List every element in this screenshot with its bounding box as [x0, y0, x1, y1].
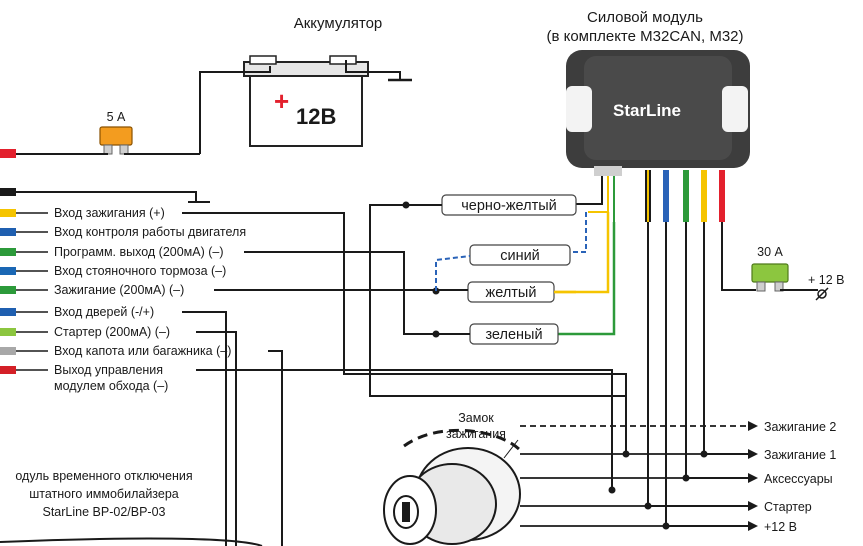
- power-module: StarLine: [566, 50, 750, 176]
- wire-label-yellow: желтый: [467, 281, 555, 303]
- black-wire-stub: [0, 188, 16, 196]
- connector-item-label: Программ. выход (200мА) (–): [54, 245, 224, 259]
- ignition-output-label: Аксессуары: [764, 472, 833, 486]
- connector-item-label: Вход контроля работы двигателя: [54, 225, 246, 239]
- arrow-icon: [748, 421, 758, 431]
- plus12-right-label: + 12 В: [808, 273, 845, 287]
- red-wire-stub: [0, 149, 16, 158]
- battery-ground-wire: [345, 60, 401, 80]
- connector-rows: Вход зажигания (+) Вход контроля работы д…: [0, 206, 246, 393]
- connector-item-label: Вход стояночного тормоза (–): [54, 264, 226, 278]
- connector-wire-stub: [0, 228, 16, 236]
- battery-title: Аккумулятор: [294, 15, 383, 32]
- arrow-icon: [748, 501, 758, 511]
- connector-wire-stub: [0, 366, 16, 374]
- arrow-icon: [748, 473, 758, 483]
- wire-label-green: зеленый: [469, 323, 559, 345]
- main-connector: [0, 188, 210, 203]
- connector-wire-stub: [0, 209, 16, 217]
- power-module-title: Силовой модуль: [587, 9, 703, 26]
- battery-voltage: 12В: [296, 104, 336, 129]
- svg-text:зеленый: зеленый: [485, 327, 542, 343]
- connector-item-label: Выход управления: [54, 363, 163, 377]
- connector-wire-stub: [0, 308, 16, 316]
- connector-wire-stub: [0, 248, 16, 256]
- wire-label-blue: синий: [469, 244, 571, 266]
- immobilizer-title: одуль временного отключения: [15, 469, 192, 483]
- connector-item-label: Вход зажигания (+): [54, 206, 165, 220]
- fuse-5a: [99, 126, 133, 155]
- heavy-wires: [645, 170, 756, 527]
- fuse-5a-label: 5 А: [107, 110, 126, 124]
- svg-text:синий: синий: [500, 248, 540, 264]
- immobilizer-subtitle: штатного иммобилайзера: [29, 487, 179, 501]
- connector-item-label: Зажигание (200мА) (–): [54, 283, 184, 297]
- connector-wire-stub: [0, 328, 16, 336]
- ignition-output-arrows: [748, 421, 758, 531]
- wire-label-black-yellow: черно-желтый: [441, 194, 577, 216]
- ignition-output-label: +12 В: [764, 520, 797, 534]
- ground-wire: [16, 191, 210, 203]
- ignition-output-label: Стартер: [764, 500, 812, 514]
- svg-text:черно-желтый: черно-желтый: [461, 198, 557, 214]
- module-brand-logo: StarLine: [613, 101, 681, 120]
- battery: + 12В: [243, 55, 369, 147]
- connector-item-label: Стартер (200мА) (–): [54, 325, 170, 339]
- connector-item-label: Вход дверей (-/+): [54, 305, 154, 319]
- arrow-icon: [748, 521, 758, 531]
- connector-item-label: модулем обхода (–): [54, 379, 168, 393]
- ignition-output-label: Зажигание 1: [764, 448, 836, 462]
- power-module-subtitle: (в комплекте M32CAN, M32): [546, 28, 743, 45]
- fuse-30a: [751, 263, 789, 292]
- connector-wire-stub: [0, 286, 16, 294]
- ignition-lock-title: Замок: [458, 411, 494, 425]
- svg-text:желтый: желтый: [486, 285, 537, 301]
- fuse-30a-label: 30 А: [757, 245, 783, 259]
- connector-item-label: Вход капота или багажника (–): [54, 344, 231, 358]
- immobilizer-model: StarLine BP-02/BP-03: [43, 505, 166, 519]
- battery-plus-wire: [199, 66, 271, 154]
- ignition-lock-subtitle: зажигания: [446, 427, 506, 441]
- ignition-lock-icon: [383, 428, 522, 545]
- connector-wire-stub: [0, 347, 16, 355]
- ignition-output-label: Зажигание 2: [764, 420, 836, 434]
- connector-wire-stub: [0, 267, 16, 275]
- battery-plus-sign: +: [274, 86, 289, 116]
- arrow-icon: [748, 449, 758, 459]
